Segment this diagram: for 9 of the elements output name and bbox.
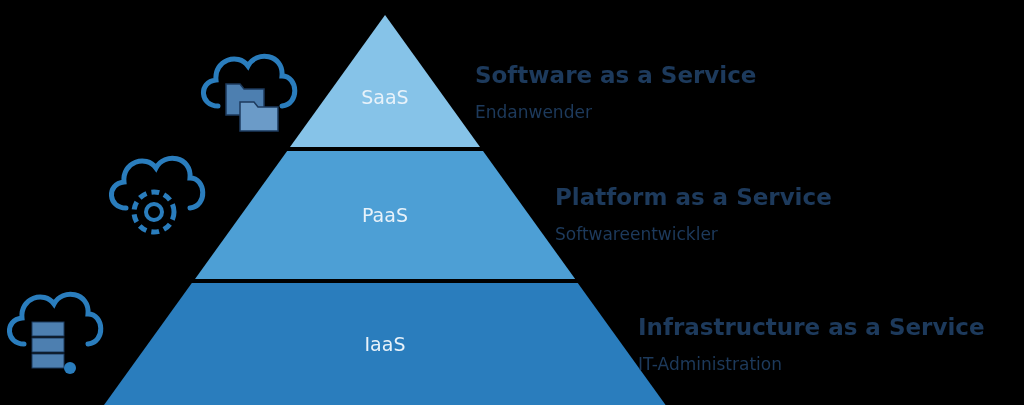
layer-title: Infrastructure as a Service	[638, 314, 985, 340]
layer-label: SaaS	[361, 85, 409, 108]
layer-title: Software as a Service	[475, 62, 757, 88]
layer-label: IaaS	[364, 333, 406, 355]
layer-subtitle: IT-Administration	[638, 354, 782, 374]
layer-subtitle: Softwareentwickler	[555, 224, 718, 244]
layer-title: Platform as a Service	[555, 184, 832, 210]
layer-label: PaaS	[362, 204, 408, 226]
layer-subtitle: Endanwender	[475, 102, 592, 122]
